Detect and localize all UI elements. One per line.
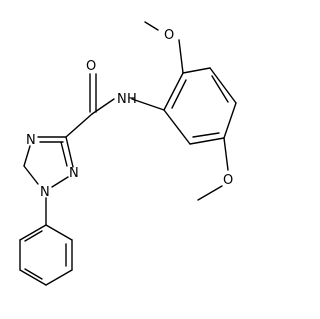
bond-ring-c6-c1 xyxy=(163,72,184,111)
bond-ring-c4-c5 xyxy=(189,137,225,145)
bond-ring-c3-c4 xyxy=(223,102,237,139)
bond-ring-inner-2 xyxy=(192,132,220,138)
atom-nh-h: H xyxy=(127,92,137,107)
atom-o-right: O xyxy=(223,173,233,188)
atom-n-ring-phenyl: N xyxy=(40,185,50,200)
structure-svg: O O N H O N N N xyxy=(19,21,237,286)
bond-ph-4 xyxy=(19,269,47,286)
bond-tri-c5-n1 xyxy=(23,165,39,185)
bond-c-triazole xyxy=(65,113,93,138)
atom-n-ring-bottom: N xyxy=(69,166,79,181)
atom-labels: O O N H O N N N xyxy=(26,28,233,200)
bond-ring-c2-c3 xyxy=(209,67,237,104)
bond-ring-inner-1 xyxy=(211,75,229,103)
bond-o-top-ring xyxy=(178,39,184,74)
bond-o-right-methyl xyxy=(197,185,223,201)
bond-nh-ring xyxy=(131,98,165,111)
bonds xyxy=(19,21,237,286)
bond-ph-inner-3 xyxy=(24,230,43,242)
atom-n-ring-left: N xyxy=(26,133,36,148)
molecule-canvas: O O N H O N N N xyxy=(19,21,237,286)
atom-nh-n: N xyxy=(117,92,127,107)
bond-ph-6 xyxy=(19,224,47,241)
bond-tri-n4-c5 xyxy=(23,145,31,167)
bond-ph-1 xyxy=(45,224,73,241)
atom-o-carbonyl: O xyxy=(86,59,96,74)
bond-tri-n2-c3 xyxy=(65,136,74,168)
bond-tri-n1-n2 xyxy=(51,176,69,188)
bond-ph-inner-2 xyxy=(24,268,43,280)
bond-ring-inner-3 xyxy=(171,79,187,109)
bond-tri-n2-c3-inner xyxy=(60,141,68,167)
atom-o-top: O xyxy=(164,28,174,43)
bond-ring-c5-c6 xyxy=(163,109,191,145)
bond-ring-c1-c2 xyxy=(182,67,211,74)
bond-ph-3 xyxy=(45,269,73,286)
bond-ring-o-right xyxy=(223,137,229,171)
bond-methyl-o-top xyxy=(144,21,159,31)
